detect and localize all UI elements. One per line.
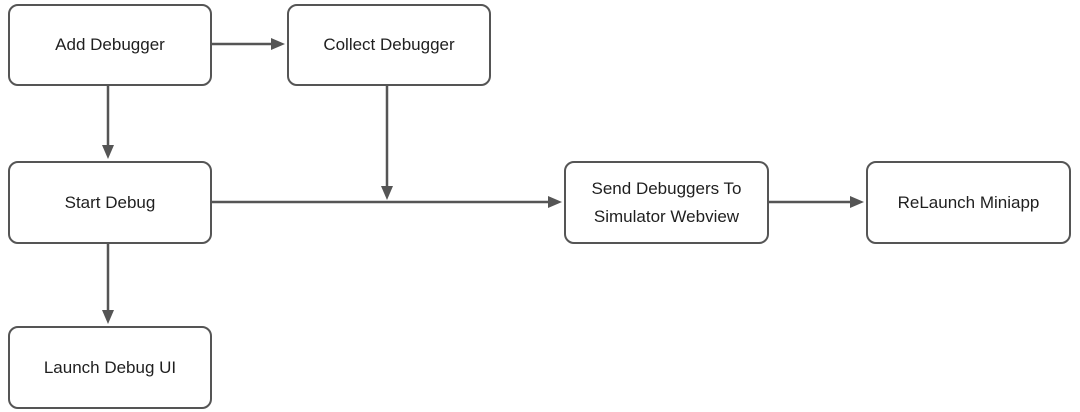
arrowhead-add-to-collect	[271, 38, 285, 50]
node-label: Launch Debug UI	[43, 357, 177, 377]
arrowhead-start-to-send	[548, 196, 562, 208]
node-label-line-1: Send Debuggers To	[591, 178, 742, 198]
node-label-line-2: Simulator Webview	[593, 206, 740, 226]
arrowhead-collect-to-line	[381, 186, 393, 200]
node-collect-debugger: Collect Debugger	[287, 4, 491, 86]
node-label: ReLaunch Miniapp	[897, 192, 1040, 212]
node-add-debugger: Add Debugger	[8, 4, 212, 86]
node-relaunch-miniapp: ReLaunch Miniapp	[866, 161, 1071, 244]
node-label: Collect Debugger	[323, 35, 455, 54]
node-label: Start Debug	[64, 192, 156, 212]
node-label-group: Send Debuggers To Simulator Webview	[592, 175, 742, 231]
node-start-debug: Start Debug	[8, 161, 212, 244]
arrowhead-send-to-relaunch	[850, 196, 864, 208]
node-launch-debug-ui: Launch Debug UI	[8, 326, 212, 409]
arrowhead-add-to-start	[102, 145, 114, 159]
node-send-debuggers: Send Debuggers To Simulator Webview	[564, 161, 769, 244]
node-label: Add Debugger	[55, 35, 165, 54]
arrowhead-start-to-launch	[102, 310, 114, 324]
